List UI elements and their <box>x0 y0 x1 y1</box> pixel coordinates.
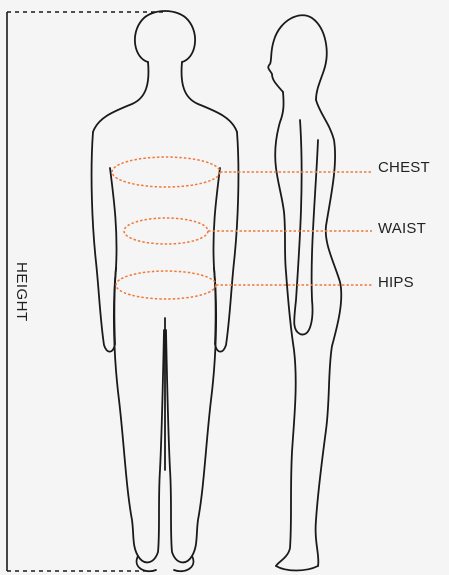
side-arm <box>294 120 318 335</box>
chest-label: CHEST <box>378 159 430 176</box>
height-label: HEIGHT <box>13 262 30 322</box>
front-neck-right <box>182 62 237 132</box>
hips-band <box>116 271 216 299</box>
front-head <box>135 11 195 62</box>
front-left-leg <box>114 268 164 562</box>
front-right-torso <box>213 168 220 268</box>
side-back <box>316 100 342 566</box>
side-front <box>275 92 295 566</box>
side-foot <box>276 566 318 571</box>
waist-band <box>124 218 208 244</box>
waist-label: WAIST <box>378 220 426 237</box>
front-right-leg <box>166 268 216 562</box>
front-view-figure <box>92 11 239 571</box>
side-view-figure <box>268 15 341 570</box>
front-right-arm <box>215 132 238 352</box>
front-left-arm <box>92 132 115 352</box>
front-left-torso <box>110 168 117 268</box>
front-neck-left <box>93 62 148 132</box>
side-head <box>268 15 326 100</box>
chest-band <box>112 157 220 187</box>
hips-label: HIPS <box>378 274 414 291</box>
